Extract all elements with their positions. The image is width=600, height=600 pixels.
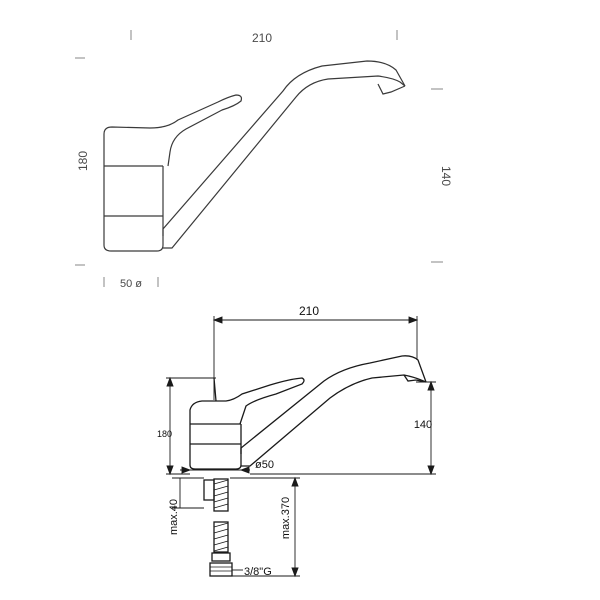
bottom-connection-label: 3/8"G	[244, 566, 272, 578]
top-faucet-view	[103, 60, 406, 252]
bottom-width-label: 210	[299, 304, 319, 318]
bottom-faucet-base	[189, 424, 242, 470]
top-width-label: 210	[252, 31, 272, 45]
bottom-width-arrow-left	[212, 316, 223, 324]
bottom-height-arrow-top	[166, 376, 174, 387]
hatch-4	[213, 497, 229, 503]
bottom-width-arrow-right	[408, 316, 419, 324]
bottom-spout-arrow-top	[427, 380, 435, 391]
bottom-hose-lower	[213, 521, 229, 553]
hatch-1	[213, 479, 229, 485]
bottom-total-height-label: 180	[157, 429, 172, 439]
bottom-diameter-label: ø50	[255, 459, 274, 471]
top-faucet-lever-body	[103, 94, 243, 167]
bottom-faucet-spout	[241, 374, 427, 467]
bottom-max370-arrow-top	[291, 476, 299, 487]
bottom-hose-hatching	[210, 479, 232, 572]
hatch-2	[213, 485, 229, 491]
bottom-hose-nut	[211, 552, 231, 562]
top-spout-height-label: 140	[439, 166, 453, 186]
hatch-6	[213, 522, 229, 528]
hatch-8	[213, 534, 229, 540]
hatch-7	[213, 528, 229, 534]
bottom-dia-arrow-left	[181, 466, 192, 474]
bottom-max370-arrow-bottom	[291, 567, 299, 578]
bottom-mount-shank	[203, 479, 215, 501]
bottom-max40-label: max.40	[168, 499, 180, 535]
bottom-height-arrow-bottom	[166, 465, 174, 476]
hatch-3	[213, 491, 229, 497]
hatch-9	[213, 540, 229, 546]
bottom-hose-fitting	[209, 562, 233, 577]
hatch-5	[213, 503, 229, 509]
bottom-dia-arrow-right	[239, 466, 250, 474]
top-faucet-base	[103, 166, 164, 252]
bottom-dimensions	[166, 316, 436, 578]
bottom-faucet-aerator	[403, 374, 427, 383]
top-faucet-spout	[163, 75, 406, 249]
bottom-faucet-lever-body	[189, 377, 305, 425]
bottom-faucet-spout-lower	[240, 355, 427, 454]
top-faucet-spout-lower	[162, 60, 406, 236]
top-total-height-label: 180	[76, 151, 90, 171]
bottom-faucet-view	[189, 355, 427, 577]
bottom-max370-label: max.370	[280, 497, 292, 539]
top-diameter-label: 50 ø	[120, 278, 142, 290]
bottom-spout-height-label: 140	[414, 419, 432, 431]
top-faucet-aerator	[377, 83, 406, 95]
bottom-spout-arrow-bottom	[427, 465, 435, 476]
hatch-10	[213, 546, 229, 552]
top-dimensions	[75, 30, 443, 287]
bottom-hose-upper	[213, 478, 229, 512]
